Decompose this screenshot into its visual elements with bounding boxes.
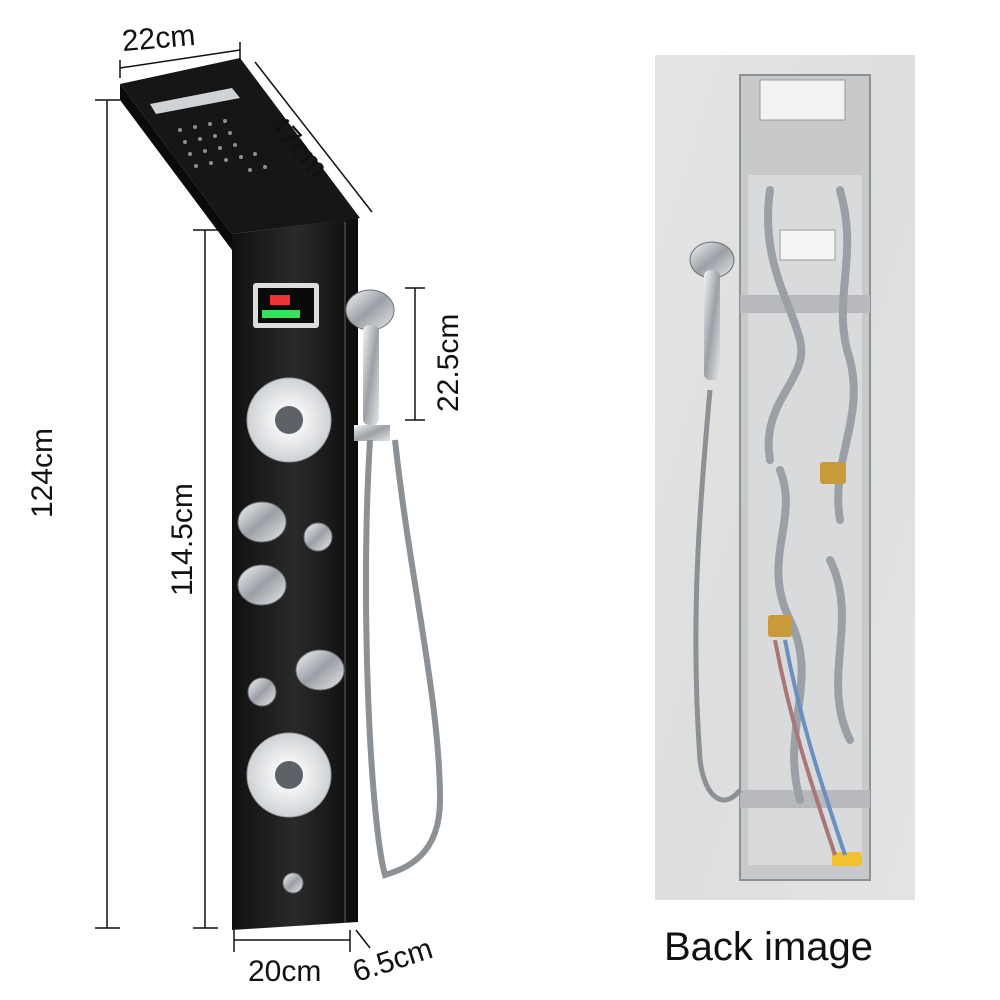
handheld-shower	[345, 289, 444, 879]
rain-shower-head	[120, 58, 360, 250]
body-spray-lower	[246, 732, 332, 818]
body-spray-upper	[246, 377, 332, 463]
dim-body-width: 20cm	[248, 955, 322, 988]
back-image-caption: Back image	[664, 925, 873, 969]
dimension-lines	[95, 42, 425, 952]
control-knobs	[237, 501, 345, 894]
lcd-display	[253, 283, 319, 328]
